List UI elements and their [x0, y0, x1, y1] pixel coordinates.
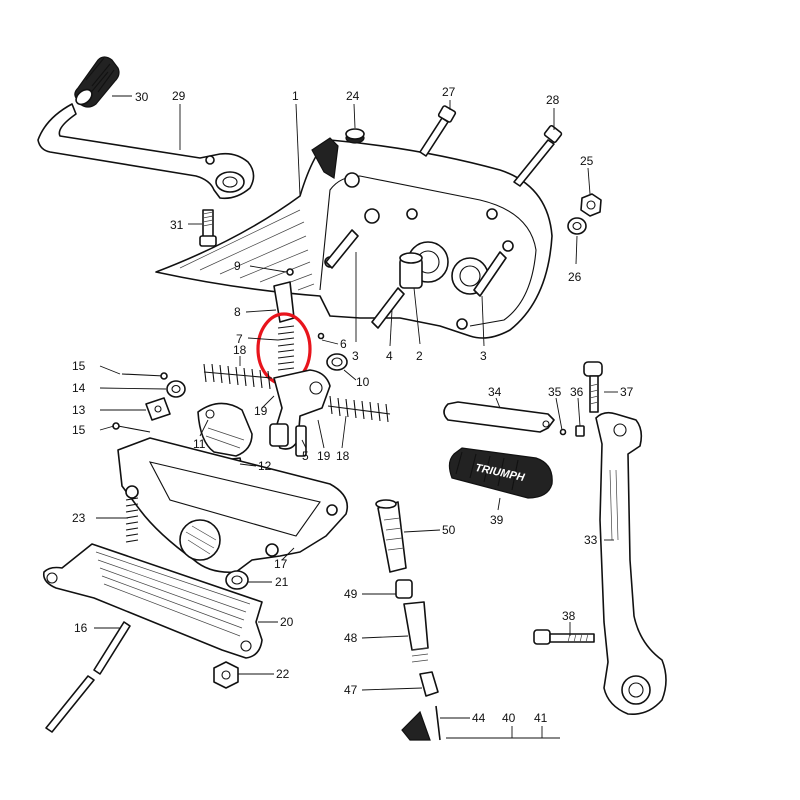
part-23-spring — [125, 497, 139, 543]
label-19-right: 19 — [317, 449, 331, 463]
label-16: 16 — [74, 621, 88, 635]
label-31: 31 — [170, 218, 184, 232]
part-3-studs — [325, 229, 507, 297]
label-48: 48 — [344, 631, 358, 645]
label-19-left: 19 — [254, 404, 268, 418]
label-3-left: 3 — [352, 349, 359, 363]
label-37: 37 — [620, 385, 634, 399]
label-44: 44 — [472, 711, 486, 725]
part-6-pin — [317, 332, 325, 340]
part-38-bolt — [533, 629, 595, 645]
part-18-spring-right — [327, 395, 391, 423]
label-50: 50 — [442, 523, 456, 537]
part-15-pin-upper — [121, 372, 168, 380]
label-8: 8 — [234, 305, 241, 319]
label-35: 35 — [548, 385, 562, 399]
label-14: 14 — [72, 381, 86, 395]
part-7-spring — [277, 325, 295, 371]
label-1: 1 — [292, 89, 299, 103]
label-18-left: 18 — [233, 343, 247, 357]
label-3-right: 3 — [480, 349, 487, 363]
label-25: 25 — [580, 154, 594, 168]
label-24: 24 — [346, 89, 360, 103]
label-36: 36 — [570, 385, 584, 399]
part-50-sleeve — [375, 499, 407, 573]
part-4-stud — [371, 287, 405, 329]
part-44-40-41-lower-parts — [401, 705, 560, 741]
label-9: 9 — [234, 259, 241, 273]
label-49: 49 — [344, 587, 358, 601]
label-41: 41 — [534, 711, 548, 725]
label-26: 26 — [568, 270, 582, 284]
label-34: 34 — [488, 385, 502, 399]
part-20-gasket — [42, 543, 263, 659]
part-25-nut — [580, 193, 602, 217]
label-15-lower: 15 — [72, 423, 86, 437]
part-21-washer — [225, 570, 249, 590]
leader-lines — [94, 95, 618, 738]
callout-labels: 30 29 31 1 24 27 28 25 26 9 8 7 6 10 3 4… — [72, 85, 634, 725]
label-17: 17 — [274, 557, 288, 571]
label-33: 33 — [584, 533, 598, 547]
label-11: 11 — [193, 437, 206, 451]
label-39: 39 — [490, 513, 504, 527]
part-26-washer — [567, 217, 587, 235]
part-33-gear-lever — [595, 411, 667, 716]
label-28: 28 — [546, 93, 560, 107]
label-22: 22 — [276, 667, 290, 681]
label-10: 10 — [356, 375, 370, 389]
part-16-rod — [45, 621, 131, 733]
part-29-kickstart-lever — [37, 103, 255, 200]
part-48-plunger — [403, 601, 429, 663]
label-47: 47 — [344, 683, 358, 697]
part-15-pin-lower — [112, 422, 151, 433]
label-27: 27 — [442, 85, 456, 99]
label-20: 20 — [280, 615, 294, 629]
label-5: 5 — [302, 449, 309, 463]
part-18-spring-left — [203, 363, 273, 390]
part-24-washer — [345, 128, 365, 144]
part-5-shaft — [295, 425, 307, 457]
part-47-end — [419, 671, 439, 697]
label-40: 40 — [502, 711, 516, 725]
part-36-grub-screw — [575, 425, 585, 437]
label-38: 38 — [562, 609, 576, 623]
part-30-kickstart-rubber — [74, 56, 120, 108]
label-12: 12 — [258, 459, 272, 473]
part-37-bolt — [583, 361, 603, 413]
part-31-bolt — [199, 209, 217, 247]
part-10-cap — [326, 353, 348, 371]
part-28-bolt — [513, 124, 563, 187]
label-13: 13 — [72, 403, 86, 417]
label-2: 2 — [416, 349, 423, 363]
part-34-footrest-rod — [443, 401, 555, 433]
part-27-bolt — [419, 105, 457, 157]
label-4: 4 — [386, 349, 393, 363]
part-13-joint — [145, 397, 171, 421]
label-18-right: 18 — [336, 449, 350, 463]
label-29: 29 — [172, 89, 186, 103]
part-14-washer — [166, 380, 186, 398]
part-9-pin — [286, 268, 294, 276]
part-35-pin — [559, 428, 567, 436]
label-7: 7 — [236, 332, 243, 346]
label-15-upper: 15 — [72, 359, 86, 373]
label-21: 21 — [275, 575, 289, 589]
part-39-triumph-grip: TRIUMPH — [448, 447, 553, 499]
label-30: 30 — [135, 90, 149, 104]
part-11-quadrant — [197, 402, 253, 457]
part-49-collar — [395, 579, 413, 599]
label-6: 6 — [340, 337, 347, 351]
part-17-inner-cover — [117, 437, 349, 574]
part-22-nut — [213, 661, 239, 689]
part-2-bush — [399, 252, 423, 289]
label-23: 23 — [72, 511, 86, 525]
